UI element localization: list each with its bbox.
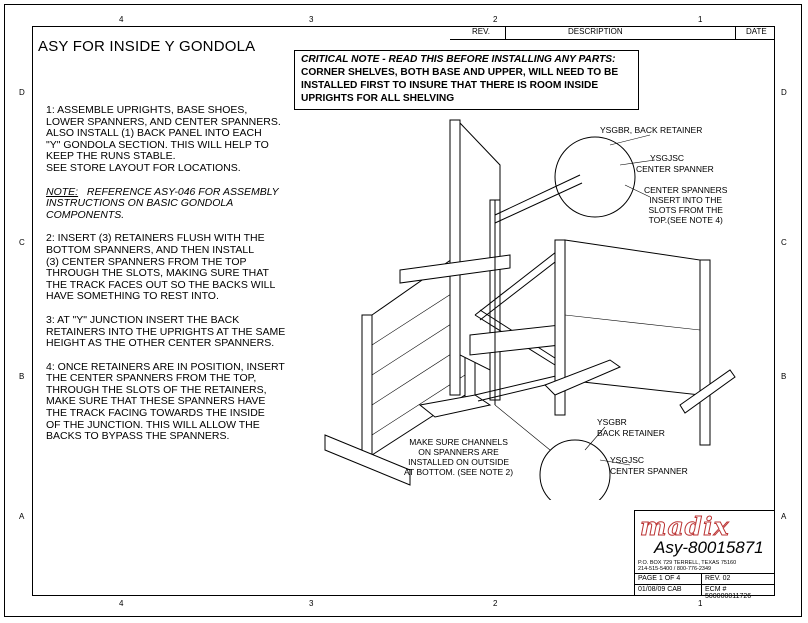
instructions: 1: ASSEMBLE UPRIGHTS, BASE SHOES, LOWER … bbox=[46, 104, 286, 455]
note-label: NOTE: bbox=[46, 185, 79, 198]
revision-number: REV. 02 bbox=[705, 575, 731, 582]
critical-note-line1: CORNER SHELVES, BOTH BASE AND UPPER, WIL… bbox=[301, 67, 619, 78]
gondola-assembly-drawing bbox=[324, 119, 736, 500]
zone-right-a: A bbox=[781, 512, 787, 521]
detail-circle-bottom bbox=[539, 439, 611, 500]
step-2: 2: INSERT (3) RETAINERS FLUSH WITH THE B… bbox=[46, 232, 276, 303]
zone-right-b: B bbox=[781, 372, 787, 381]
critical-note-line2: INSTALLED FIRST TO INSURE THAT THERE IS … bbox=[301, 80, 599, 91]
zone-bottom-4: 4 bbox=[119, 599, 124, 608]
zone-top-3: 3 bbox=[309, 15, 314, 24]
ecm-number: ECM # 500000011726 bbox=[705, 586, 752, 600]
callout-ysgbr-bottom-1: YSGBR bbox=[597, 417, 627, 427]
leader-lines bbox=[494, 134, 656, 466]
callout-ysgjsc-top-2: CENTER SPANNER bbox=[636, 164, 714, 174]
note-text: REFERENCE ASY-046 FOR ASSEMBLY INSTRUCTI… bbox=[46, 185, 279, 221]
company-address: P.O. BOX 729 TERRELL, TEXAS 75160 214-51… bbox=[638, 560, 736, 572]
address-line-1: P.O. BOX 729 TERRELL, TEXAS 75160 bbox=[638, 560, 737, 566]
date-header: DATE bbox=[746, 27, 767, 36]
callout-ysgbr-top: YSGBR, BACK RETAINER bbox=[600, 125, 703, 135]
zone-right-c: C bbox=[781, 238, 787, 247]
detail-circle-top bbox=[554, 136, 636, 218]
drawing-border-outer bbox=[4, 4, 802, 617]
zone-left-d: D bbox=[19, 88, 25, 97]
note: NOTE: REFERENCE ASY-046 FOR ASSEMBLY INS… bbox=[46, 185, 286, 222]
right-gondola-section bbox=[544, 239, 736, 446]
critical-note-heading: CRITICAL NOTE - READ THIS BEFORE INSTALL… bbox=[301, 54, 616, 65]
page-number: PAGE 1 OF 4 bbox=[638, 575, 681, 582]
critical-note: CRITICAL NOTE - READ THIS BEFORE INSTALL… bbox=[294, 50, 639, 110]
callout-ysgjsc-bottom-1: YSGJSC bbox=[610, 455, 645, 465]
drawing-border-inner bbox=[32, 26, 775, 596]
callout-channels: MAKE SURE CHANNELS ON SPANNERS ARE INSTA… bbox=[404, 437, 514, 477]
callout-ysgjsc-top-1: YSGJSC bbox=[650, 153, 685, 163]
step-4: 4: ONCE RETAINERS ARE IN POSITION, INSER… bbox=[46, 360, 285, 443]
title-block: PAGE 1 OF 4 REV. 02 01/08/09 CAB ECM # 5… bbox=[634, 510, 775, 600]
zone-left-c: C bbox=[19, 238, 25, 247]
zone-left-a: A bbox=[19, 512, 25, 521]
revision-block: REV. DESCRIPTION DATE bbox=[450, 26, 775, 40]
zone-right-d: D bbox=[781, 88, 787, 97]
callout-center-spanners: CENTER SPANNERS INSERT INTO THE SLOTS FR… bbox=[644, 185, 728, 225]
madix-logo: madix bbox=[640, 512, 730, 542]
drawing-date: 01/08/09 CAB bbox=[638, 586, 682, 593]
rev-header: REV. bbox=[472, 27, 490, 36]
zone-top-4: 4 bbox=[119, 15, 124, 24]
step-3: 3: AT "Y" JUNCTION INSERT THE BACK RETAI… bbox=[46, 313, 286, 350]
drawing-number: Asy-80015871 bbox=[654, 538, 764, 557]
callout-ysgjsc-bottom-2: CENTER SPANNER bbox=[610, 466, 688, 476]
description-header: DESCRIPTION bbox=[568, 27, 623, 36]
critical-note-line3: UPRIGHTS FOR ALL SHELVING bbox=[301, 93, 455, 104]
y-junction-spanners bbox=[469, 174, 583, 405]
zone-top-2: 2 bbox=[493, 15, 498, 24]
callout-ysgbr-bottom-2: BACK RETAINER bbox=[597, 428, 665, 438]
step-1: 1: ASSEMBLE UPRIGHTS, BASE SHOES, LOWER … bbox=[46, 104, 281, 174]
page-title: ASY FOR INSIDE Y GONDOLA bbox=[38, 38, 256, 55]
zone-left-b: B bbox=[19, 372, 25, 381]
address-line-2: 214-515-5400 / 800-776-2349 bbox=[638, 566, 712, 572]
zone-bottom-3: 3 bbox=[309, 599, 314, 608]
zone-bottom-1: 1 bbox=[698, 599, 703, 608]
zone-top-1: 1 bbox=[698, 15, 703, 24]
zone-bottom-2: 2 bbox=[493, 599, 498, 608]
